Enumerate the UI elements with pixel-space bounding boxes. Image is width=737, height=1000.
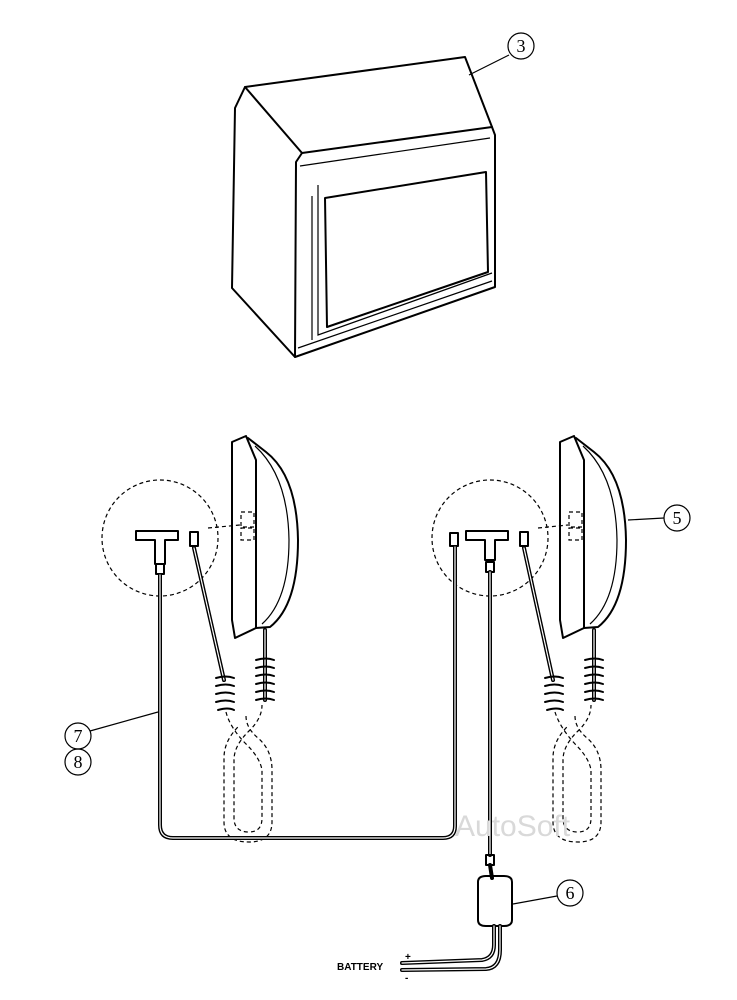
callout-3-label: 3 bbox=[517, 36, 526, 56]
callout-6-label: 6 bbox=[566, 883, 575, 903]
callout-6: 6 bbox=[512, 879, 584, 907]
t-connector-left bbox=[135, 530, 179, 575]
battery-plus: + bbox=[405, 952, 411, 963]
callout-5-label: 5 bbox=[673, 508, 682, 528]
watermark: AutoSoft bbox=[455, 810, 571, 843]
battery-minus: - bbox=[405, 973, 408, 984]
detail-leader-left bbox=[207, 524, 241, 529]
battery-label-group: BATTERY + - bbox=[337, 952, 411, 984]
callout-8-label: 8 bbox=[74, 752, 83, 772]
callout-7-label: 7 bbox=[74, 726, 83, 746]
callout-7-8: 7 8 bbox=[64, 711, 159, 776]
plug-left-speaker bbox=[189, 531, 199, 547]
t-connector-right bbox=[465, 530, 509, 573]
monitor-unit bbox=[231, 56, 496, 358]
interconnect-wire bbox=[158, 545, 457, 840]
battery-label: BATTERY bbox=[337, 962, 383, 973]
speaker-right-cable bbox=[522, 546, 604, 843]
detail-circle-right bbox=[431, 479, 549, 597]
speaker-right bbox=[559, 435, 627, 639]
detail-circle-left bbox=[101, 479, 219, 597]
plug-right-left bbox=[449, 532, 459, 547]
speaker-left bbox=[231, 435, 299, 639]
detail-leader-right bbox=[537, 524, 569, 529]
callout-5: 5 bbox=[627, 504, 691, 532]
speaker-left-cable bbox=[192, 546, 275, 843]
plug-right-speaker bbox=[519, 531, 529, 547]
power-converter bbox=[400, 875, 513, 972]
callout-3: 3 bbox=[468, 32, 535, 76]
converter-wire bbox=[485, 570, 495, 880]
